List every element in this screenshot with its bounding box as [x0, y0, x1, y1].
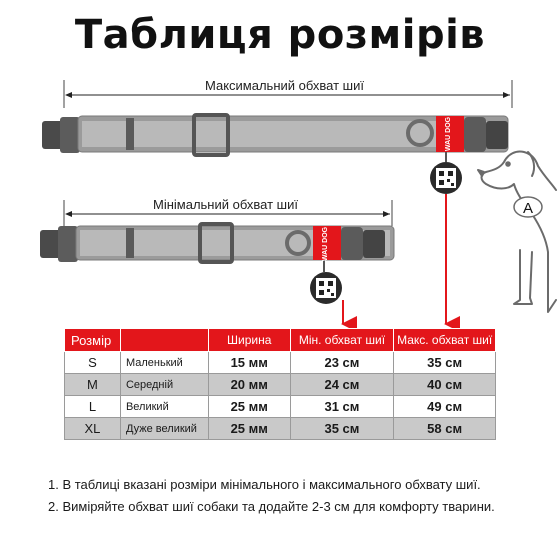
page-title: Таблиця розмірів [74, 12, 486, 58]
max-dimension-line [63, 80, 513, 108]
size-width: 15 мм [207, 351, 291, 374]
size-code: XL [64, 417, 121, 440]
size-max: 40 см [393, 373, 496, 396]
size-name: Маленький [119, 351, 209, 374]
size-name: Середній [119, 373, 209, 396]
max-neck-label: Максимальний обхват шиї [202, 78, 367, 93]
header-min: Мін. обхват шиї [289, 328, 395, 352]
table-row: L Великий 25 мм 31 см 49 см [64, 395, 496, 418]
size-code: S [64, 351, 121, 374]
dog-neck-marker-label: A [523, 200, 533, 217]
size-max: 35 см [393, 351, 496, 374]
min-dimension-line [63, 200, 393, 226]
size-max: 49 см [393, 395, 496, 418]
long-collar [42, 113, 509, 194]
size-width: 25 мм [207, 417, 291, 440]
size-width: 25 мм [207, 395, 291, 418]
size-min: 24 см [289, 373, 395, 396]
size-min: 35 см [289, 417, 395, 440]
dog-illustration-icon [477, 150, 557, 313]
header-size: Розмір [64, 328, 121, 352]
dog-neck-marker [513, 196, 543, 218]
brand-tag-short: WAU DOG [322, 226, 329, 261]
table-row: XL Дуже великий 25 мм 35 см 58 см [64, 417, 496, 440]
header-width: Ширина [207, 328, 291, 352]
size-code: M [64, 373, 121, 396]
short-collar [40, 222, 395, 304]
size-min: 31 см [289, 395, 395, 418]
size-width: 20 мм [207, 373, 291, 396]
size-name: Дуже великий [119, 417, 209, 440]
size-max: 58 см [393, 417, 496, 440]
note-1: 1. В таблиці вказані розміри мінімальног… [48, 477, 481, 492]
size-min: 23 см [289, 351, 395, 374]
min-neck-label: Мінімальний обхват шиї [150, 197, 301, 212]
size-table-header: Розмір Ширина Мін. обхват шиї Макс. обхв… [64, 328, 496, 352]
note-2: 2. Виміряйте обхват шиї собаки та додайт… [48, 499, 495, 514]
notes: 1. В таблиці вказані розміри мінімальног… [48, 474, 548, 518]
size-code: L [64, 395, 121, 418]
size-table: Розмір Ширина Мін. обхват шиї Макс. обхв… [64, 328, 496, 440]
brand-tag-long: WAU DOG [445, 116, 452, 151]
collar-diagram: WAU DOG WAU DOG A [40, 80, 557, 330]
table-row: M Середній 20 мм 24 см 40 см [64, 373, 496, 396]
size-name: Великий [119, 395, 209, 418]
header-name [119, 328, 209, 352]
header-max: Макс. обхват шиї [393, 328, 496, 352]
table-row: S Маленький 15 мм 23 см 35 см [64, 351, 496, 374]
